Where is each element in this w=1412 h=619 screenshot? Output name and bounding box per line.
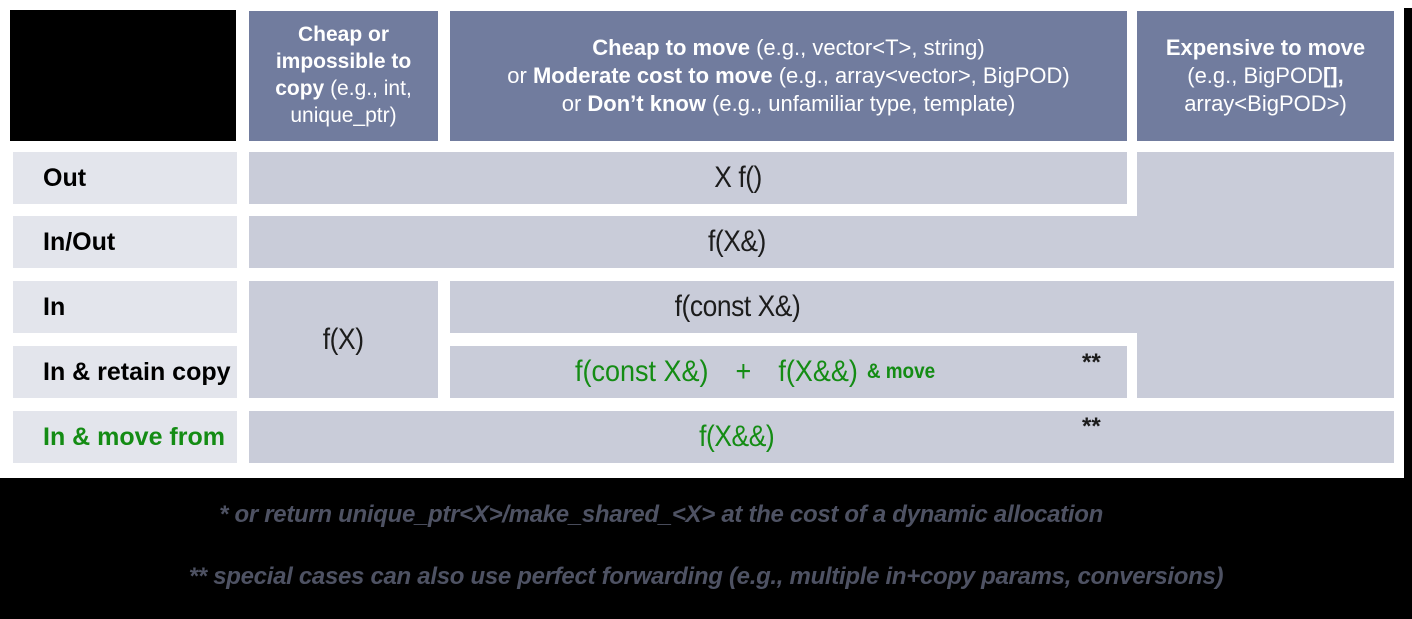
- footnote-single-asterisk: * or return unique_ptr<X>/make_shared_<X…: [219, 501, 1103, 528]
- column-header-expensive-move-line2: (e.g., BigPOD[],: [1187, 62, 1344, 88]
- cell-in-signature: f(const X&): [450, 281, 1394, 333]
- column-header-cheap-copy: Cheap or impossible to copy (e.g., int, …: [249, 11, 438, 141]
- column-header-expensive-move: Expensive to move (e.g., BigPOD[], array…: [1137, 11, 1394, 141]
- cell-in-cheap-copy-signature: f(X): [249, 281, 438, 398]
- footnote-marker-retain-copy: **: [1082, 349, 1101, 376]
- footnote-double-asterisk: ** special cases can also use perfect fo…: [188, 563, 1224, 590]
- legend-box: [10, 10, 236, 141]
- column-header-expensive-move-line1: Expensive to move: [1165, 34, 1366, 60]
- column-header-cheap-copy-text: Cheap or impossible to copy (e.g., int, …: [275, 23, 412, 127]
- right-border-bar: [1404, 8, 1412, 619]
- cell-retain-copy-signature: f(const X&) + f(X&&) & move: [450, 346, 1127, 398]
- column-header-cheap-move-line1: Cheap to move (e.g., vector<T>, string): [592, 34, 985, 60]
- cell-move-from-signature: f(X&&): [249, 411, 1394, 463]
- cell-out-signature: X f(): [249, 152, 1127, 204]
- column-header-cheap-move-line2: or Moderate cost to move (e.g., array<ve…: [507, 62, 1070, 88]
- column-header-cheap-move-line3: or Don’t know (e.g., unfamiliar type, te…: [561, 91, 1016, 117]
- row-label-in: In: [13, 281, 237, 333]
- column-header-cheap-move: Cheap to move (e.g., vector<T>, string) …: [450, 11, 1127, 141]
- cell-inout-signature: f(X&): [249, 216, 1394, 268]
- row-label-inout: In/Out: [13, 216, 237, 268]
- row-label-retain-copy: In & retain copy: [13, 346, 237, 398]
- row-label-move-from: In & move from: [13, 411, 237, 463]
- column-header-expensive-move-line3: array<BigPOD>): [1184, 91, 1347, 117]
- row-label-out: Out: [13, 152, 237, 204]
- footer-band: [0, 478, 1412, 619]
- retain-copy-signature-text: f(const X&) + f(X&&) & move: [575, 355, 936, 388]
- footnote-marker-move-from: **: [1082, 413, 1101, 440]
